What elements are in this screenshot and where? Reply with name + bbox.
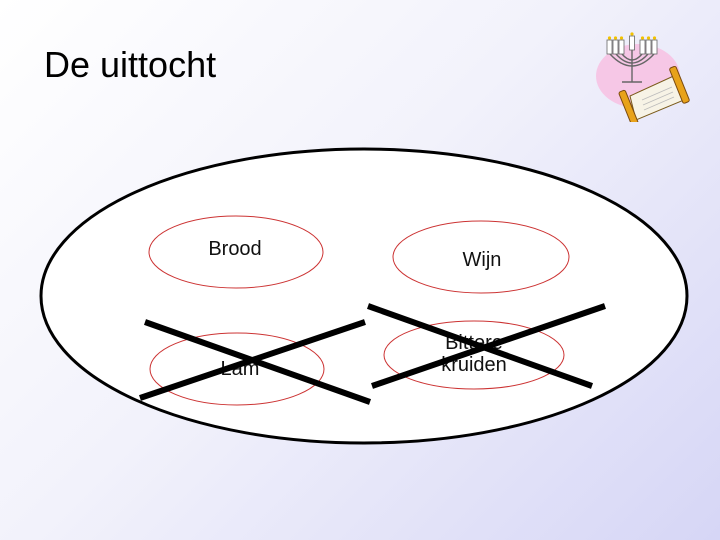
cross-bittere-kruiden (368, 306, 605, 386)
cross-lam (140, 322, 370, 402)
